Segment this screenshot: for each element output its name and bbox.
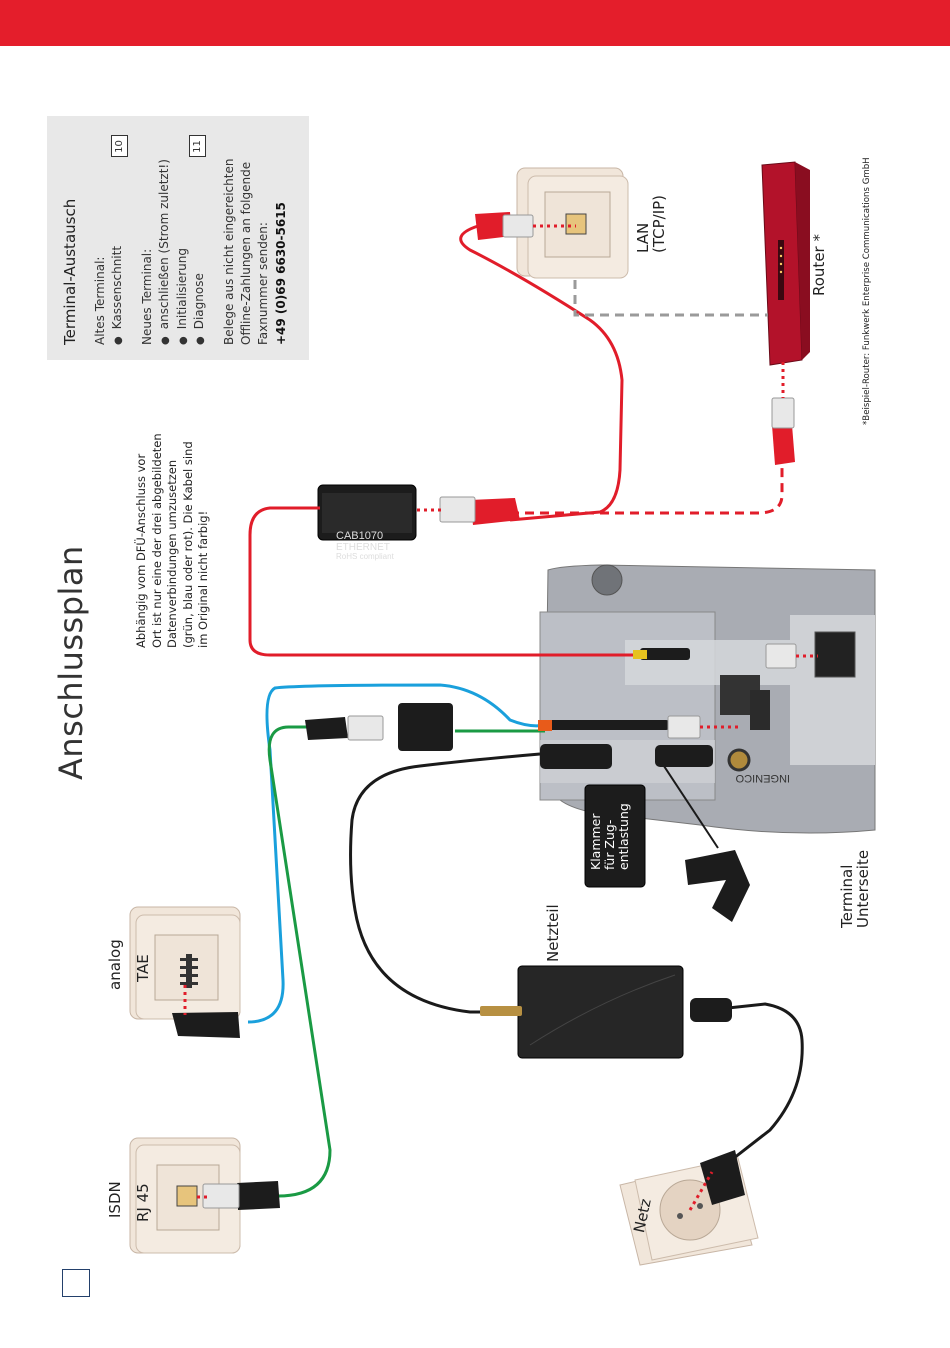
rj45-plug-clear [765,643,797,669]
tae-label: TAE [134,954,152,982]
adapter-line-2: ETHERNET [336,542,390,554]
rj45-plug-clear [439,496,476,523]
mains-plug [700,1150,745,1205]
orange-sleeve [538,720,552,731]
terminal-underside-label: Terminal Unterseite [838,849,872,928]
cable-black-mains [699,1002,804,1167]
router-device [761,161,810,366]
yellow-sleeve [633,650,647,659]
lan-socket [516,167,629,279]
lan-label-line-2: (TCP/IP) [649,194,668,253]
note-text: Abhängig vom DFÜ-Anschluss vor Ort ist n… [134,433,212,648]
red-dotted-guides [183,224,818,1211]
new-terminal-label: Neues Terminal: [139,248,154,345]
cable-segment [640,648,690,660]
rj45-plug-red [470,498,520,525]
strain-relief-clamp [584,784,646,888]
clamp-line-3: entlastung [615,803,631,870]
cab1070-adapter [317,484,417,541]
dc-plug-tip [480,1006,522,1016]
adapter-line-1: CAB1070 [336,530,384,542]
cable-red-adapter [248,506,690,657]
power-supply-unit [517,965,684,1059]
cable-green [267,725,545,1198]
new-item-anschliessen: anschließen (Strom zuletzt!) [156,116,174,345]
rj45-plug-red [772,425,795,465]
ingenico-logo: INGENICO [735,772,790,784]
note-line: (grün, blau oder rot). Die Kabel sind [180,441,195,648]
tae-socket [129,906,241,1020]
reference-box-11: 11 [189,135,206,157]
rj45-plug-clear [667,715,701,739]
dc-angle-plug [685,850,750,922]
fax-line-2: Offline-Zahlungen an folgende [238,161,253,345]
clamp-line-1: Klammer [588,813,603,870]
ferrite-core [540,744,612,769]
tae-plug [172,1012,240,1038]
info-heading: Terminal-Austausch [61,198,79,345]
fax-line-3: Faxnummer senden: [256,222,271,345]
page-number-box [62,1269,90,1297]
cable-black-terminal [349,752,541,1014]
dc-socket-connector [690,998,732,1022]
power-supply-label: Netzteil [544,904,562,962]
cable-blue [247,683,546,1024]
top-brand-bar [0,0,950,46]
note-line: Ort ist nur eine der drei abgebildeten [149,433,164,648]
router-label: Router * [810,234,828,296]
tae-splitter-block [398,703,453,751]
rj45-plug-clear [347,715,384,741]
clamp-line-2: für Zug- [601,819,617,870]
rj45-plug-clear [502,214,534,238]
info-box-content: Terminal-Austausch Altes Terminal: Kasse… [60,116,290,345]
note-line: Abhängig vom DFÜ-Anschluss vor [134,453,148,648]
rj45-plug-clear [771,397,795,429]
clamp-label: Klammer für Zug- entlastung [588,803,631,870]
isdn-socket [129,1137,241,1254]
old-terminal-label: Altes Terminal: [92,256,107,345]
analog-label: analog [106,939,124,990]
rj45-label: RJ 45 [134,1183,152,1222]
page-title: Anschlussplan [52,545,90,780]
fax-line-1: Belege aus nicht eingereichten [221,158,236,345]
cable-gray-router-dashed [573,280,768,317]
rj45-plug-black [237,1181,280,1210]
cable-red-lan [459,224,624,522]
adapter-label: CAB1070 ETHERNET RoHS compliant [336,530,394,562]
terminal-label-line-2: Unterseite [853,849,872,928]
note-line: im Original nicht farbig! [196,510,211,648]
cable-dc-plug [659,759,719,849]
note-line: Datenverbindungen umzusetzen [165,459,180,648]
fax-number: +49 (0)69 6630-5615 [273,202,288,345]
rj45-plug-black [305,717,348,740]
cable-red-router-dashed [510,460,784,515]
rj45-plug-clear [202,1183,240,1209]
cable-segment [540,720,670,730]
reference-box-10: 10 [111,135,128,157]
lan-label: LAN (TCP/IP) [634,194,668,253]
isdn-label: ISDN [106,1181,124,1218]
dc-plug-body [655,745,713,767]
adapter-line-3: RoHS compliant [336,552,394,562]
router-footnote: *Beispiel-Router: Funkwerk Enterprise Co… [862,157,872,425]
